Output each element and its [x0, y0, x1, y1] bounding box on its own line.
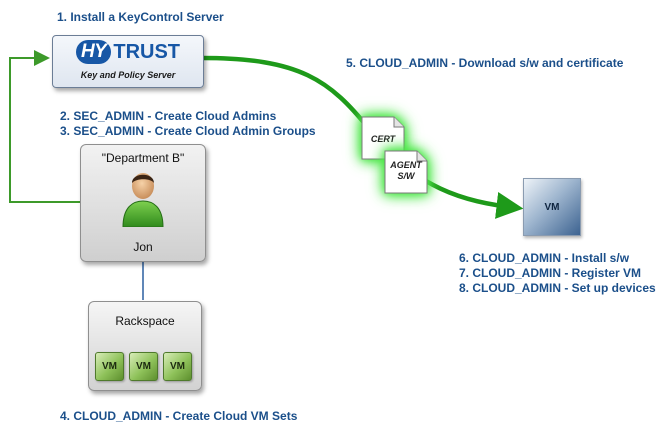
user-icon: [122, 173, 164, 227]
feedback-arrow: [9, 50, 80, 203]
rackspace-vm: VM: [95, 352, 124, 381]
step-7-label: 7. CLOUD_ADMIN - Register VM: [459, 266, 642, 280]
department-title: "Department B": [101, 151, 185, 165]
cert-document-icon: CERT: [360, 115, 406, 161]
logo-trust: TRUST: [113, 41, 181, 63]
rackspace-vm: VM: [163, 352, 192, 381]
target-vm-node: VM: [523, 178, 581, 236]
agent-software-document-icon: AGENT S/W: [383, 149, 429, 195]
cert-label: CERT: [370, 134, 396, 144]
step-2-label: 2. SEC_ADMIN - Create Cloud Admins: [60, 109, 277, 123]
rackspace-vm: VM: [129, 352, 158, 381]
steps-2-3: 2. SEC_ADMIN - Create Cloud Admins 3. SE…: [60, 109, 316, 139]
department-user-name: Jon: [133, 240, 153, 254]
agent-label-line1: AGENT: [390, 160, 422, 170]
rackspace-node: Rackspace VM VM VM: [88, 301, 202, 391]
steps-6-8: 6. CLOUD_ADMIN - Install s/w 7. CLOUD_AD…: [459, 251, 656, 296]
step-6-label: 6. CLOUD_ADMIN - Install s/w: [459, 251, 630, 265]
server-caption: Key and Policy Server: [80, 70, 176, 80]
rackspace-title: Rackspace: [115, 314, 175, 328]
step-3-label: 3. SEC_ADMIN - Create Cloud Admin Groups: [60, 124, 316, 138]
step-4-label: 4. CLOUD_ADMIN - Create Cloud VM Sets: [60, 409, 298, 423]
logo-hy: HY: [75, 40, 112, 64]
step-5-label: 5. CLOUD_ADMIN - Download s/w and certif…: [346, 56, 624, 70]
step-8-label: 8. CLOUD_ADMIN - Set up devices: [459, 281, 656, 295]
agent-label-line2: S/W: [397, 171, 415, 181]
department-node: "Department B" Jon: [80, 144, 206, 262]
step-1-label: 1. Install a KeyControl Server: [57, 10, 224, 24]
agent-label: AGENT S/W: [383, 160, 429, 182]
